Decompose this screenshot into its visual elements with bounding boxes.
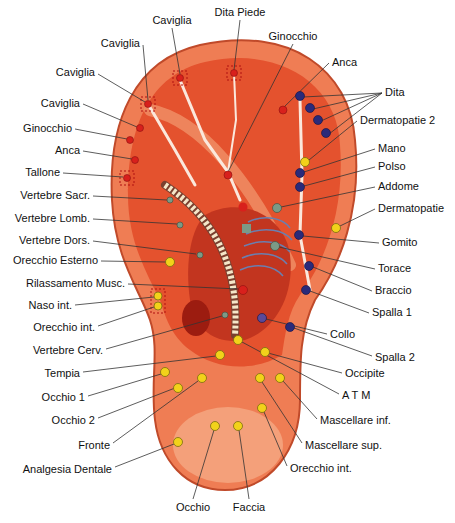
- point-label: Dita Piede: [215, 5, 266, 19]
- point-label: Dita: [385, 85, 405, 99]
- point-label: Spalla 2: [375, 350, 415, 364]
- point-label: Orecchio Esterno: [13, 253, 98, 267]
- point-label: Mano: [378, 141, 406, 155]
- point-label: Dermatopatie: [378, 201, 444, 215]
- spine-shadow: [165, 185, 236, 335]
- point-label: Orecchio int.: [33, 320, 95, 334]
- point-label: A T M: [342, 388, 370, 402]
- point-dot: [239, 203, 248, 212]
- point-label: Vertebre Dors.: [19, 233, 90, 247]
- point-label: Caviglia: [152, 13, 191, 27]
- point-label: Occhio: [176, 500, 210, 514]
- point-label: Anca: [55, 143, 80, 157]
- point-label: Anca: [332, 55, 357, 69]
- spine: [165, 185, 236, 335]
- point-label: Fronte: [78, 438, 110, 452]
- point-label: Naso int.: [29, 298, 72, 312]
- yellow-point: [154, 158, 341, 447]
- point-label: Ginocchio: [23, 121, 72, 135]
- point-label: Mascellare sup.: [305, 438, 382, 452]
- point-label: Occipite: [345, 366, 385, 380]
- point-label: Occhio 2: [52, 413, 95, 427]
- point-label: Dermatopatie 2: [360, 113, 435, 127]
- point-label: Faccia: [233, 500, 265, 514]
- point-label: Spalla 1: [372, 305, 412, 319]
- point-label: Occhio 1: [42, 390, 85, 404]
- point-label: Ginocchio: [269, 29, 318, 43]
- point-label: Gomito: [382, 235, 417, 249]
- navy-point: [258, 92, 331, 332]
- red-point: [124, 70, 288, 295]
- point-label: Collo: [330, 327, 355, 341]
- point-label: Tempia: [45, 366, 80, 380]
- point-label: Torace: [378, 261, 411, 275]
- dashed-frame: [120, 66, 241, 313]
- point-label: Mascellare inf.: [320, 413, 391, 427]
- point-label: Vertebre Cerv.: [33, 343, 103, 357]
- point-label: Vertebre Sacr.: [20, 188, 90, 202]
- foot-bone: [228, 73, 236, 172]
- point-label: Rilassamento Musc.: [26, 276, 125, 290]
- point-label: Tallone: [25, 165, 60, 179]
- point-label: Braccio: [375, 283, 412, 297]
- point-label: Polso: [378, 159, 406, 173]
- point-label: Caviglia: [41, 96, 80, 110]
- point-label: Orecchio int.: [290, 461, 352, 475]
- leg-bone: [180, 80, 240, 200]
- helix-inner: [128, 58, 341, 366]
- point-square: [242, 224, 251, 233]
- point-label: Addome: [378, 179, 419, 193]
- leader-line: [63, 20, 382, 499]
- ribs: [240, 218, 292, 276]
- point-label: Analgesia Dentale: [23, 462, 112, 476]
- point-label: Caviglia: [101, 36, 140, 50]
- ear-canal: [182, 300, 210, 336]
- spine-point: [167, 197, 282, 318]
- point-label: Caviglia: [56, 65, 95, 79]
- leg-bone: [148, 104, 195, 185]
- point-label: Vertebre Lomb.: [15, 211, 90, 225]
